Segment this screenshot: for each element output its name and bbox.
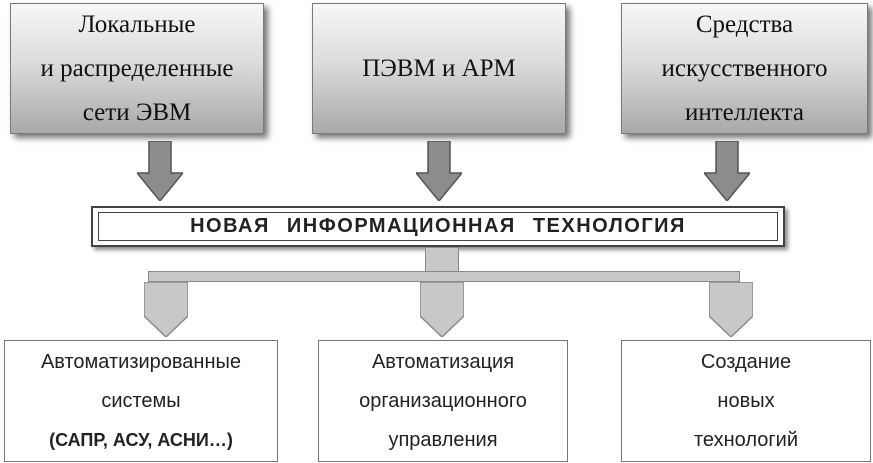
source-box-ai: Средства искусственного интеллекта bbox=[621, 3, 868, 134]
connector-bar bbox=[148, 271, 740, 282]
source-box-ai-line-2: искусственного bbox=[661, 54, 828, 82]
outcome-box-new-technologies-line-3: технологий bbox=[693, 428, 798, 451]
central-banner-inner-frame: НОВАЯ ИНФОРМАЦИОННАЯ ТЕХНОЛОГИЯ bbox=[98, 212, 778, 241]
arrow-down-icon bbox=[704, 141, 750, 201]
source-box-ai-line-3: интеллекта bbox=[685, 98, 804, 126]
central-banner-title: НОВАЯ ИНФОРМАЦИОННАЯ ТЕХНОЛОГИЯ bbox=[190, 215, 686, 237]
outcome-box-automated-systems-line-2: системы bbox=[101, 389, 181, 412]
arrow-down-icon bbox=[416, 141, 462, 201]
source-box-pc-workstations-line-1: ПЭВМ и АРМ bbox=[362, 54, 516, 82]
source-box-networks-line-1: Локальные bbox=[78, 10, 196, 38]
outcome-box-automated-systems: Автоматизированные системы (САПР, АСУ, А… bbox=[4, 340, 278, 462]
chevron-arrow-icon bbox=[420, 282, 464, 337]
connector-stem bbox=[425, 247, 459, 273]
outcome-box-automated-systems-line-3: (САПР, АСУ, АСНИ…) bbox=[49, 429, 233, 450]
source-box-networks: Локальные и распределенные сети ЭВМ bbox=[10, 3, 264, 134]
chevron-arrow-icon bbox=[709, 282, 753, 337]
outcome-box-org-management-line-3: управления bbox=[388, 428, 498, 451]
source-box-networks-line-3: сети ЭВМ bbox=[82, 98, 192, 126]
source-box-pc-workstations: ПЭВМ и АРМ bbox=[312, 3, 566, 134]
central-banner: НОВАЯ ИНФОРМАЦИОННАЯ ТЕХНОЛОГИЯ bbox=[91, 206, 785, 247]
outcome-box-new-technologies: Создание новых технологий bbox=[621, 340, 871, 462]
source-box-ai-line-1: Средства bbox=[695, 10, 794, 38]
source-box-networks-line-2: и распределенные bbox=[40, 54, 234, 82]
outcome-box-org-management-line-2: организационного bbox=[359, 389, 527, 412]
outcome-box-automated-systems-line-1: Автоматизированные bbox=[40, 350, 242, 373]
outcome-box-new-technologies-line-1: Создание bbox=[700, 350, 792, 373]
chevron-arrow-icon bbox=[144, 282, 188, 337]
arrow-down-icon bbox=[137, 141, 183, 201]
outcome-box-org-management-line-1: Автоматизация bbox=[371, 350, 515, 373]
outcome-box-org-management: Автоматизация организационного управлени… bbox=[318, 340, 568, 462]
outcome-box-new-technologies-line-2: новых bbox=[717, 389, 775, 412]
